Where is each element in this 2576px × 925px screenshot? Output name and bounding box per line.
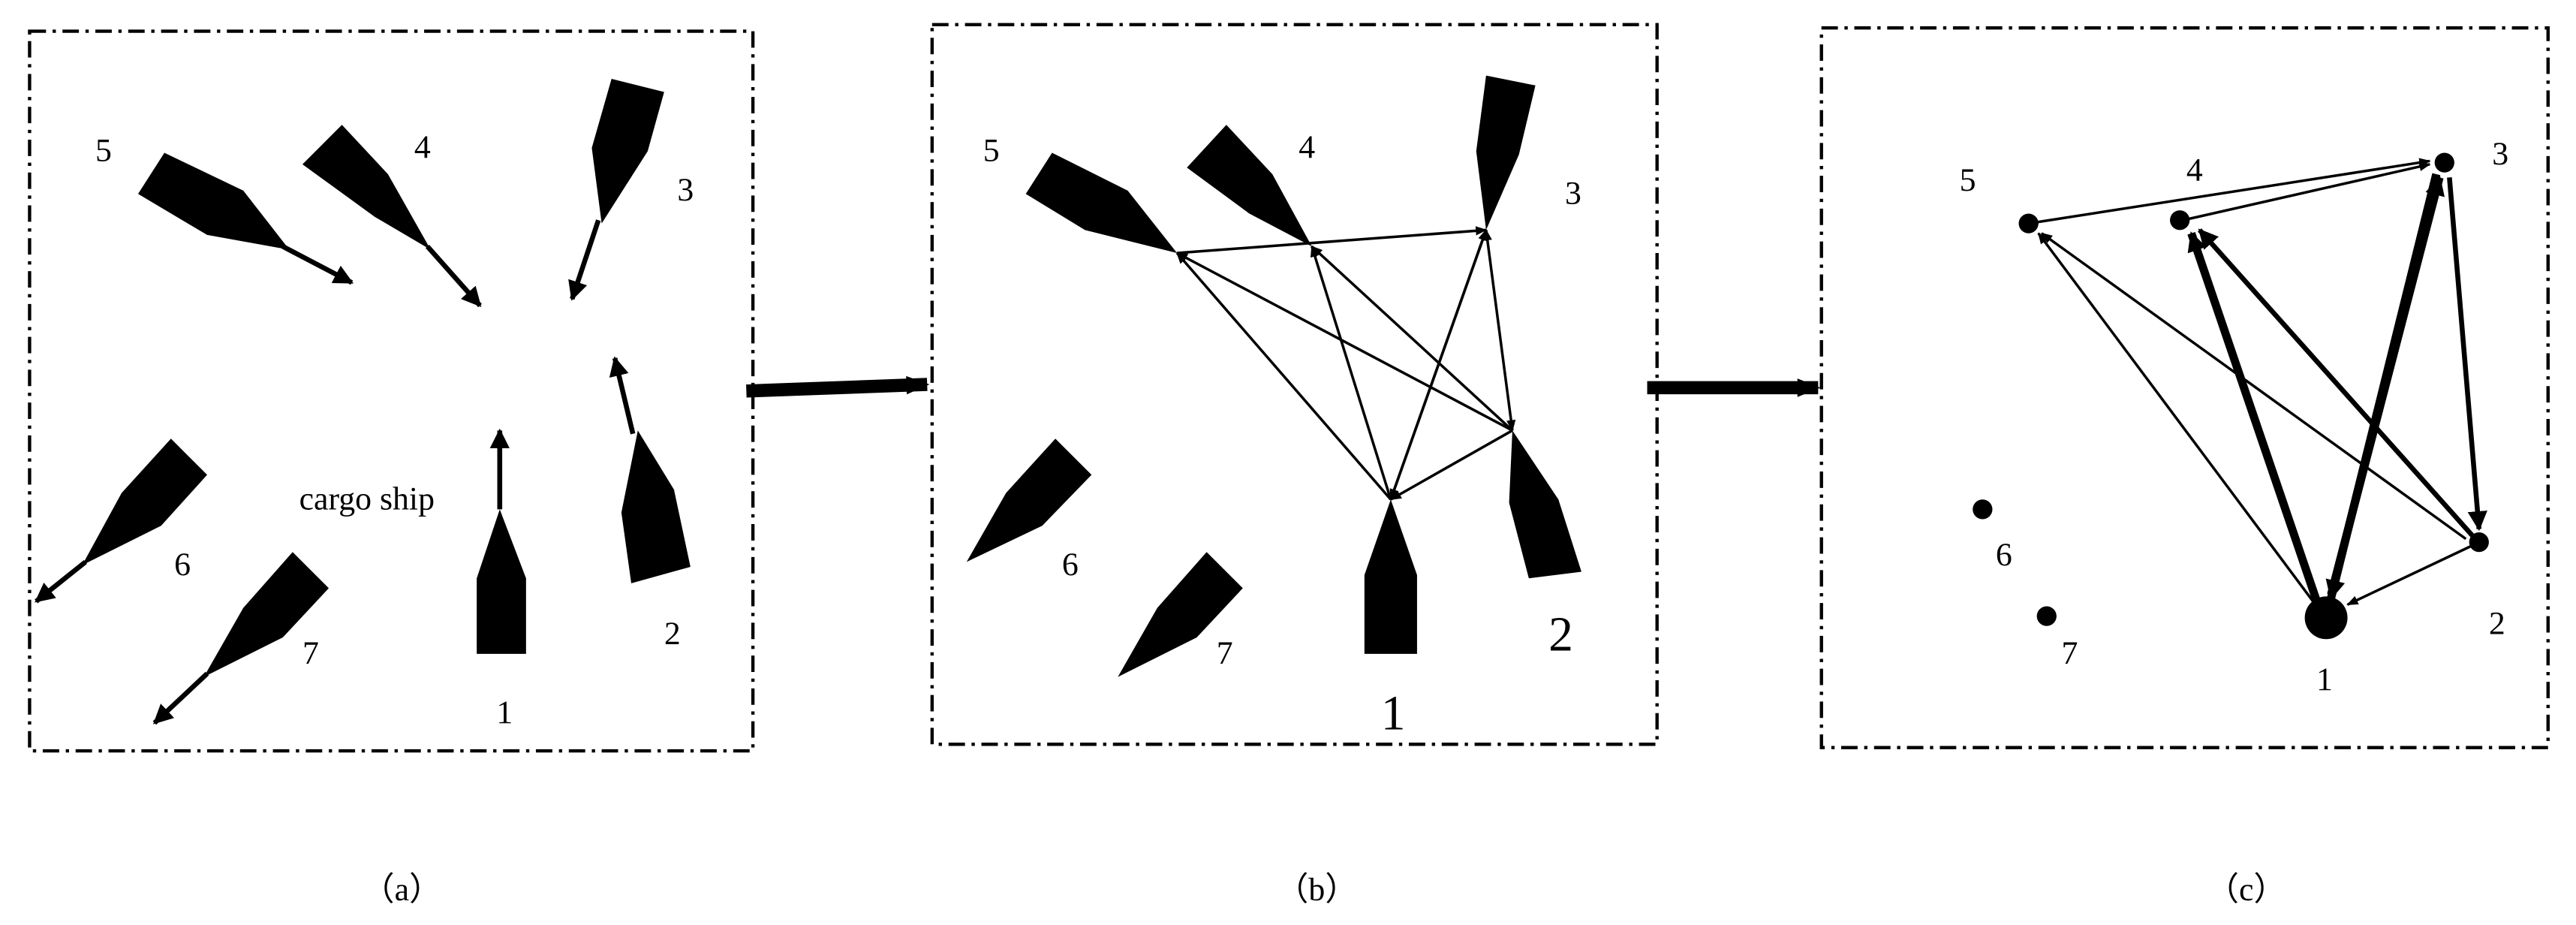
node-7	[2036, 606, 2057, 626]
node-2-label: 2	[2489, 606, 2505, 642]
ship-7-label-a: 7	[302, 635, 319, 671]
panel-c-frame	[1819, 26, 2550, 749]
edge-1-4	[1311, 245, 1392, 500]
edge-5-3	[2028, 158, 2431, 225]
node-6	[1973, 499, 1993, 520]
cargo-ship-annotation: cargo ship	[299, 481, 435, 517]
edge-2-4	[2197, 228, 2475, 538]
edge-5-3	[1177, 226, 1488, 255]
ship-1-icon	[477, 509, 526, 654]
ship-2-icon	[621, 430, 691, 583]
edge-3-1	[1389, 229, 1488, 501]
ship-7-icon	[203, 552, 330, 677]
ship-2-label-a: 2	[664, 616, 681, 652]
caption-c: （c）	[2206, 872, 2286, 908]
edge-1-4	[2187, 231, 2322, 607]
edge-2-1	[2346, 544, 2473, 606]
node-5-label: 5	[1960, 162, 1976, 198]
node-2	[2469, 532, 2489, 553]
ship-5-icon	[137, 152, 290, 250]
ship-3-icon	[591, 79, 664, 224]
edge-2-5	[2040, 232, 2467, 541]
ship-3-icon	[1476, 75, 1536, 230]
node-7-label: 7	[2061, 635, 2078, 671]
node-1-label: 1	[2316, 661, 2333, 698]
edge-2-1	[1389, 429, 1513, 501]
node-5	[2018, 213, 2039, 234]
edge-2-5	[1175, 252, 1513, 432]
panel-b: 1 2 3 4 5 6 7	[930, 23, 1659, 746]
ship-3-label-b: 3	[1565, 175, 1581, 211]
ship-7-heading-arrow	[152, 671, 209, 725]
ship-6-heading-arrow	[35, 559, 87, 604]
ship-6-icon	[82, 438, 207, 565]
interaction-edges-b	[1175, 226, 1516, 501]
panel-c: 1 2 3 4 5 6 7	[1819, 26, 2550, 749]
ship-2-heading-arrow	[609, 356, 636, 435]
ship-6-label-a: 6	[174, 547, 191, 583]
ship-5-heading-arrow	[281, 244, 354, 285]
edge-2-4	[1311, 245, 1514, 432]
ship-5-label-b: 5	[983, 132, 1000, 168]
ship-3-label-a: 3	[677, 172, 694, 208]
edge-4-3	[2183, 161, 2431, 221]
graph-edges-c	[2028, 158, 2487, 609]
ship-4-label-b: 4	[1299, 129, 1315, 165]
ship-6-label-b: 6	[1062, 547, 1079, 583]
ship-4-icon	[1187, 125, 1312, 247]
ship-4-label-a: 4	[414, 129, 431, 165]
ship-7-label-b: 7	[1217, 635, 1233, 671]
ship-6-icon	[966, 438, 1092, 562]
edge-1-5	[1175, 252, 1392, 501]
edge-3-2	[2447, 177, 2487, 532]
ship-5-icon	[1025, 152, 1178, 253]
ship-4-icon	[302, 125, 431, 250]
caption-a: （a）	[362, 872, 442, 908]
ship-1-label-b: 1	[1381, 686, 1406, 741]
ship-7-icon	[1118, 552, 1243, 677]
ship-4-heading-arrow	[425, 245, 482, 308]
node-4-label: 4	[2186, 152, 2203, 188]
node-6-label: 6	[1996, 537, 2012, 573]
ship-5-label-a: 5	[95, 132, 112, 168]
ship-1-icon	[1364, 499, 1417, 654]
node-1	[2304, 596, 2348, 640]
node-3	[2434, 152, 2454, 173]
ship-2-label-b: 2	[1548, 607, 1573, 662]
node-4	[2170, 210, 2190, 230]
ship-1-label-a: 1	[496, 695, 513, 731]
node-3-label: 3	[2492, 136, 2508, 172]
edge-1-5	[2037, 232, 2319, 609]
ship-3-heading-arrow	[568, 219, 601, 301]
edge-2-3	[1482, 228, 1516, 432]
caption-b: （b）	[1276, 872, 1358, 908]
ship-2-icon	[1509, 430, 1581, 579]
panel-a: 1 2 3 4 5 6 7 cargo ship	[28, 29, 755, 753]
edge-3-1	[2325, 173, 2441, 601]
transition-arrow-1	[746, 375, 930, 398]
